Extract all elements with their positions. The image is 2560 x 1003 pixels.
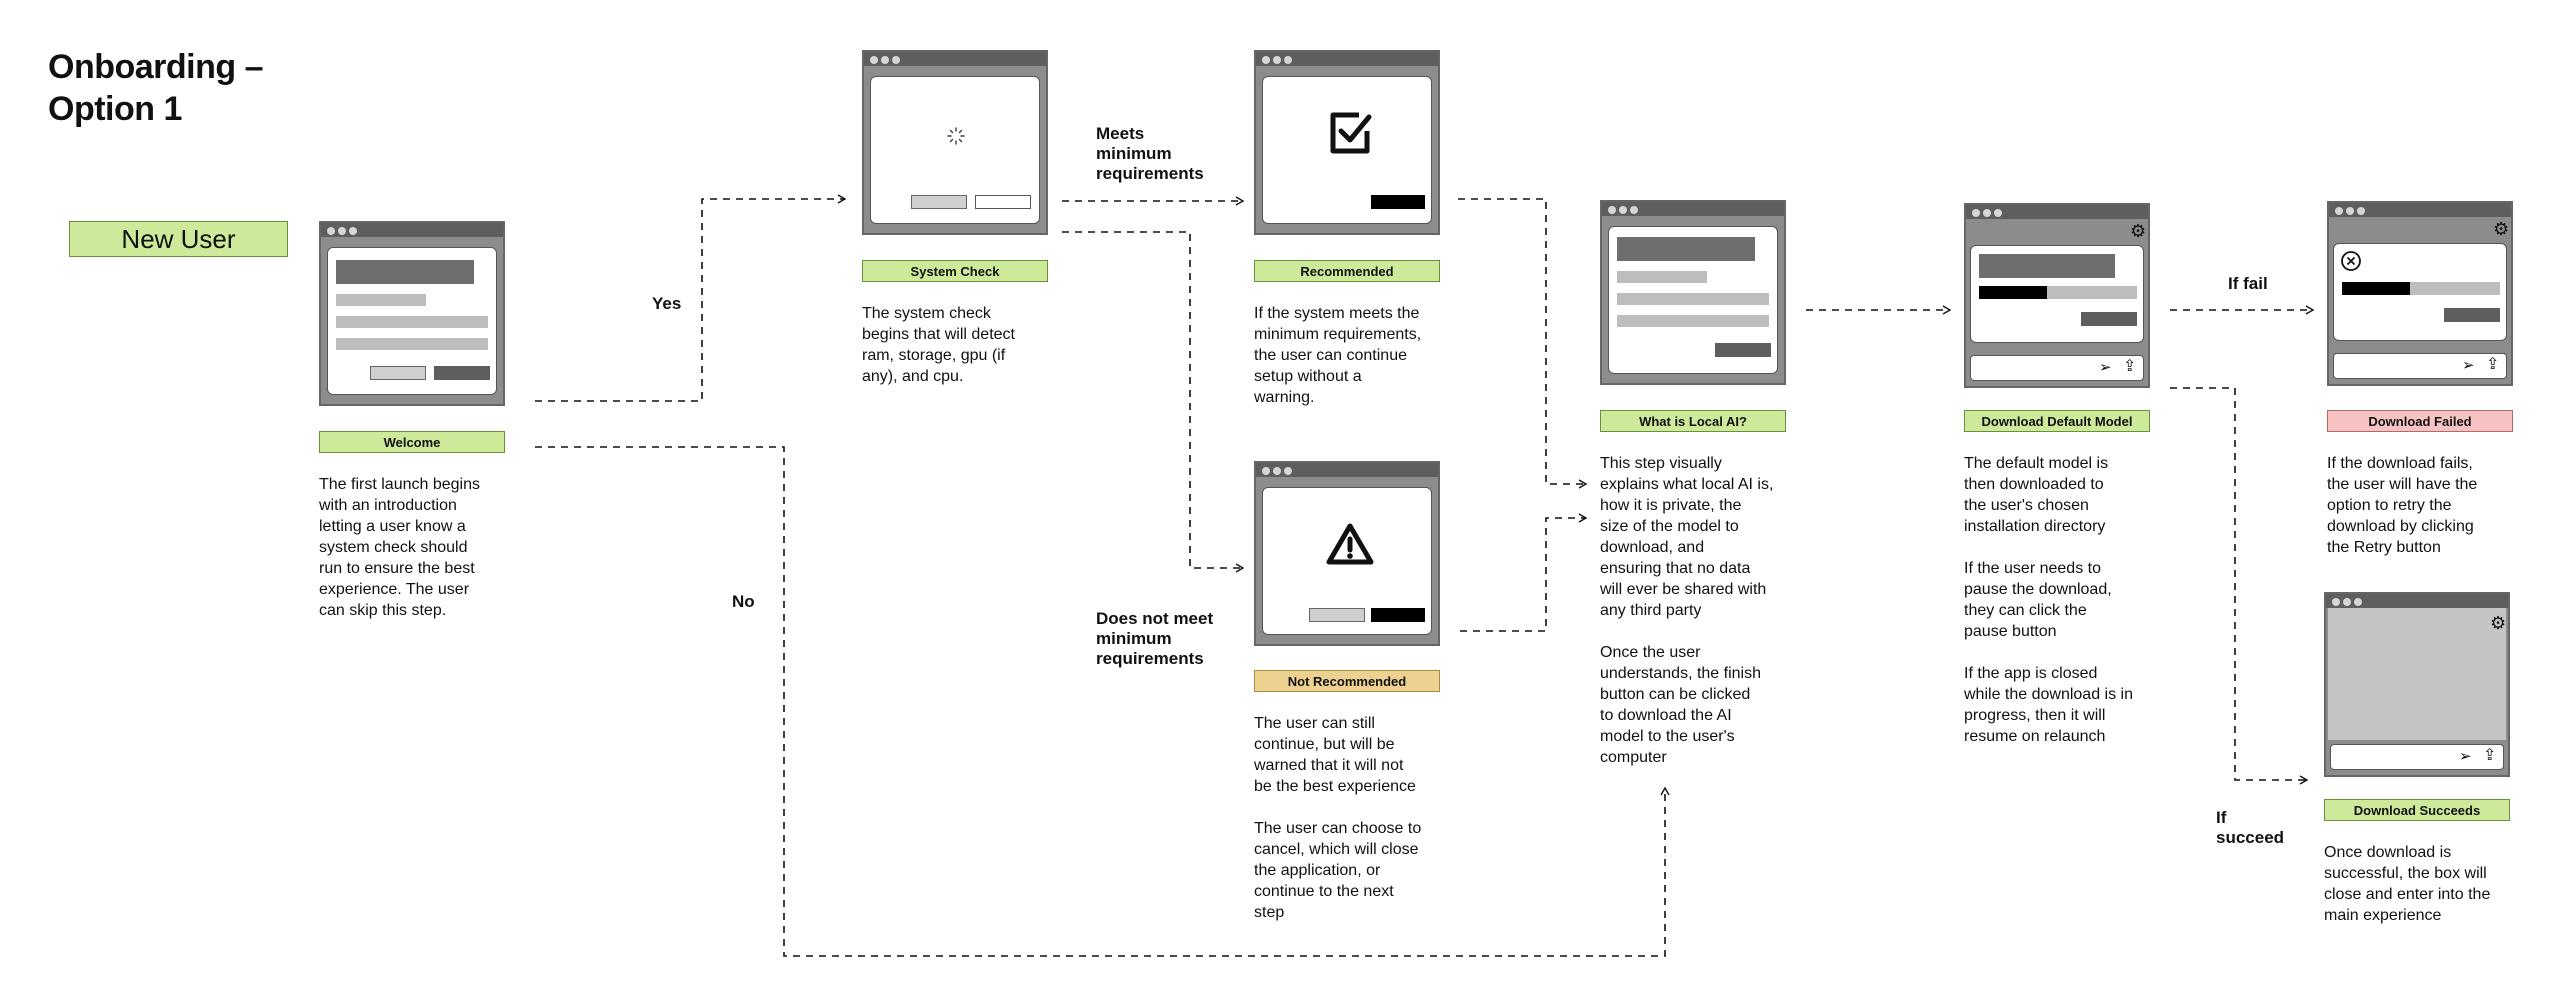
start-node-new-user: New User — [69, 221, 288, 257]
heading-placeholder — [1617, 237, 1755, 261]
cancel-button — [975, 195, 1031, 209]
edge-label-not-meets: Does not meet minimum requirements — [1096, 609, 1214, 668]
edge-if-succeed — [2170, 387, 2309, 785]
window-titlebar — [1256, 463, 1438, 477]
edge-label-if-fail: If fail — [2228, 274, 2268, 293]
page-title: Onboarding – Option 1 — [48, 48, 264, 128]
download-succeeds-label: Download Succeeds — [2324, 799, 2510, 821]
edge-recommended-to-local-ai — [1458, 198, 1588, 489]
chat-input-bar: ➢ ⇪ — [1970, 355, 2144, 381]
recommended-description: If the system meets the minimum requirem… — [1254, 305, 1422, 406]
cancel-button — [1309, 608, 1365, 622]
edge-yes — [535, 194, 847, 402]
send-icon: ➢ — [2462, 357, 2475, 374]
finish-button — [1715, 343, 1771, 357]
system-check-label: System Check — [862, 260, 1048, 282]
send-icon: ➢ — [2099, 359, 2112, 376]
edge-not-recommended-to-local-ai — [1460, 513, 1588, 632]
edge-no — [535, 446, 1670, 957]
not-recommended-dialog — [1262, 487, 1432, 635]
upload-icon: ⇪ — [2123, 358, 2137, 375]
download-error-card — [2333, 243, 2507, 341]
local-ai-label: What is Local AI? — [1600, 410, 1786, 432]
window-titlebar — [1602, 202, 1784, 216]
text-placeholder — [336, 338, 488, 350]
download-progress-card — [1970, 245, 2144, 343]
edge-label-meets: Meets minimum requirements — [1096, 124, 1204, 183]
progress-fill — [2342, 282, 2410, 295]
text-placeholder — [1617, 315, 1769, 327]
edge-label-no: No — [732, 592, 755, 611]
edge-label-yes: Yes — [652, 294, 682, 313]
text-placeholder — [1617, 271, 1707, 283]
system-check-dialog — [870, 76, 1040, 224]
download-default-description: The default model is then downloaded to … — [1964, 455, 2133, 745]
welcome-window — [319, 221, 505, 406]
gear-icon: ⚙ — [2490, 613, 2507, 633]
continue-button — [1371, 608, 1425, 622]
checkbox-checked-icon — [1330, 112, 1372, 154]
welcome-dialog — [327, 247, 497, 395]
recommended-dialog — [1262, 76, 1432, 224]
not-recommended-description: The user can still continue, but will be… — [1254, 715, 1422, 921]
download-failed-label: Download Failed — [2327, 410, 2513, 432]
local-ai-description: This step visually explains what local A… — [1600, 455, 1774, 766]
send-icon: ➢ — [2459, 748, 2472, 765]
chat-input-bar: ➢ ⇪ — [2330, 744, 2504, 770]
window-titlebar — [1966, 205, 2148, 219]
welcome-description: The first launch begins with an introduc… — [319, 476, 480, 619]
upload-icon: ⇪ — [2483, 747, 2497, 764]
skip-button — [911, 195, 967, 209]
chat-input-bar: ➢ ⇪ — [2333, 353, 2507, 379]
gear-icon: ⚙ — [2130, 221, 2147, 241]
system-check-description: The system check begins that will detect… — [862, 305, 1015, 385]
window-titlebar — [2326, 594, 2508, 608]
continue-button — [1371, 195, 1425, 209]
skip-button — [370, 366, 426, 380]
download-succeeds-window: ⚙ ➢ ⇪ — [2324, 592, 2510, 777]
window-titlebar — [321, 223, 503, 237]
download-default-window: ⚙ ➢ ⇪ — [1964, 203, 2150, 388]
download-succeeds-description: Once download is successful, the box wil… — [2324, 844, 2491, 924]
continue-button — [434, 366, 490, 380]
edge-not-meets — [1062, 231, 1245, 573]
text-placeholder — [336, 316, 488, 328]
window-titlebar — [1256, 52, 1438, 66]
gear-icon: ⚙ — [2493, 219, 2510, 239]
window-titlebar — [864, 52, 1046, 66]
text-placeholder — [336, 294, 426, 306]
download-default-label: Download Default Model — [1964, 410, 2150, 432]
pause-button — [2081, 312, 2137, 326]
recommended-window — [1254, 50, 1440, 235]
edge-label-if-succeed: If succeed — [2216, 808, 2285, 847]
upload-icon: ⇪ — [2486, 356, 2500, 373]
not-recommended-window — [1254, 461, 1440, 646]
window-titlebar — [2329, 203, 2511, 217]
progress-fill — [1979, 286, 2047, 299]
local-ai-dialog — [1608, 226, 1778, 374]
heading-placeholder — [1979, 254, 2115, 278]
local-ai-window — [1600, 200, 1786, 385]
retry-button — [2444, 308, 2500, 322]
loading-spinner-icon — [947, 127, 965, 145]
not-recommended-label: Not Recommended — [1254, 670, 1440, 692]
text-placeholder — [1617, 293, 1769, 305]
download-failed-description: If the download fails, the user will hav… — [2327, 455, 2478, 556]
main-area — [2328, 608, 2506, 740]
welcome-label: Welcome — [319, 431, 505, 453]
recommended-label: Recommended — [1254, 260, 1440, 282]
download-failed-window: ⚙ ➢ ⇪ — [2327, 201, 2513, 386]
warning-triangle-icon — [1326, 523, 1374, 565]
system-check-window — [862, 50, 1048, 235]
heading-placeholder — [336, 260, 474, 284]
circle-x-icon — [2341, 251, 2361, 271]
